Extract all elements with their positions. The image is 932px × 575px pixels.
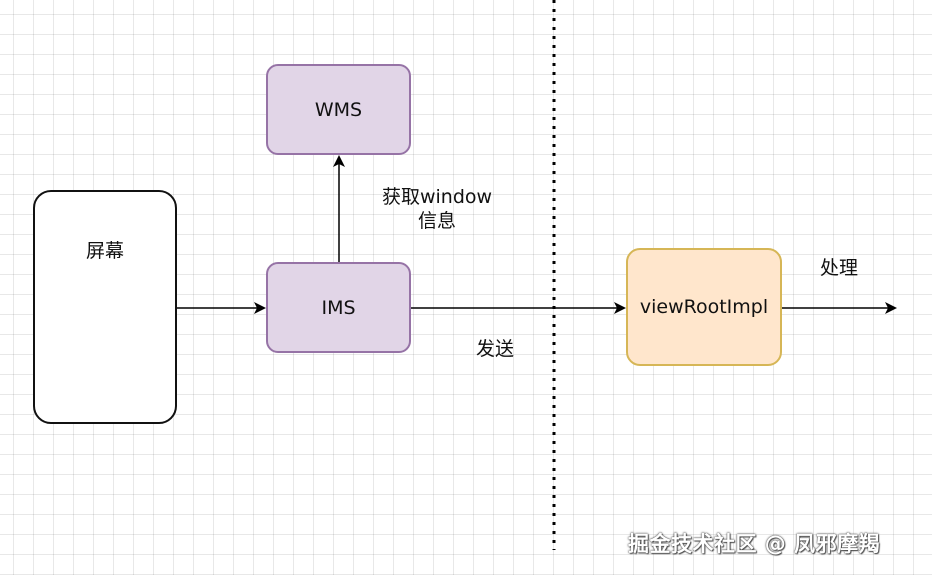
edge-label-get-window-info: 获取window 信息 (374, 185, 500, 233)
watermark: 掘金技术社区 @ 凤邪摩羯 (628, 532, 881, 556)
edge-label-send: 发送 (476, 338, 515, 360)
viewrootimpl-node: viewRootImpl (626, 248, 782, 366)
screen-node-label: 屏幕 (85, 240, 124, 262)
ims-node-label: IMS (321, 296, 356, 319)
edge-label-get-window-line2: 信息 (417, 210, 456, 232)
edge-label-get-window-line1: 获取window (381, 186, 493, 208)
ims-node: IMS (266, 262, 411, 353)
viewrootimpl-node-label: viewRootImpl (639, 296, 769, 318)
wms-node: WMS (266, 64, 411, 155)
wms-node-label: WMS (314, 98, 363, 121)
screen-node: 屏幕 (33, 190, 177, 424)
edge-label-process: 处理 (820, 257, 859, 279)
